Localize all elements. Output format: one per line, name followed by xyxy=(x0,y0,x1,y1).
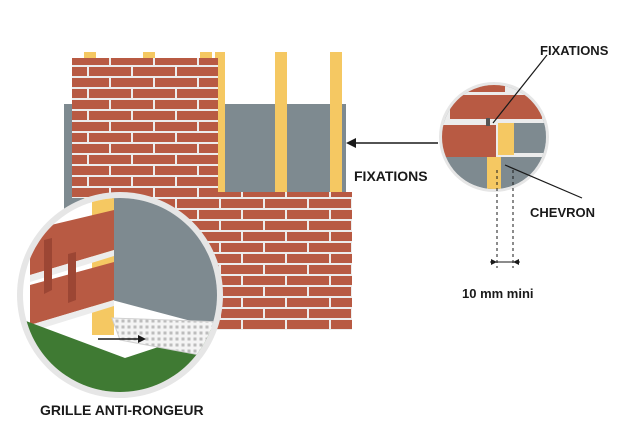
label-fixations-detail: FIXATIONS xyxy=(540,43,609,58)
main-wall xyxy=(64,52,352,330)
leader-chevron xyxy=(504,164,583,199)
label-grille-anti-rongeur: GRILLE ANTI-RONGEUR xyxy=(40,402,204,418)
label-gap-10mm: 10 mm mini xyxy=(462,286,534,301)
detail-circle-fixations xyxy=(439,82,549,192)
dim-arrow-left xyxy=(491,259,497,265)
arrow-grille-head xyxy=(138,335,146,343)
arrow-head xyxy=(346,138,356,148)
leader-fixations xyxy=(492,54,548,124)
dim-arrow-right xyxy=(513,259,519,265)
batten-4 xyxy=(215,52,225,330)
brick-column xyxy=(72,58,218,198)
label-fixations-main: FIXATIONS xyxy=(354,168,428,184)
label-chevron: CHEVRON xyxy=(530,205,596,220)
